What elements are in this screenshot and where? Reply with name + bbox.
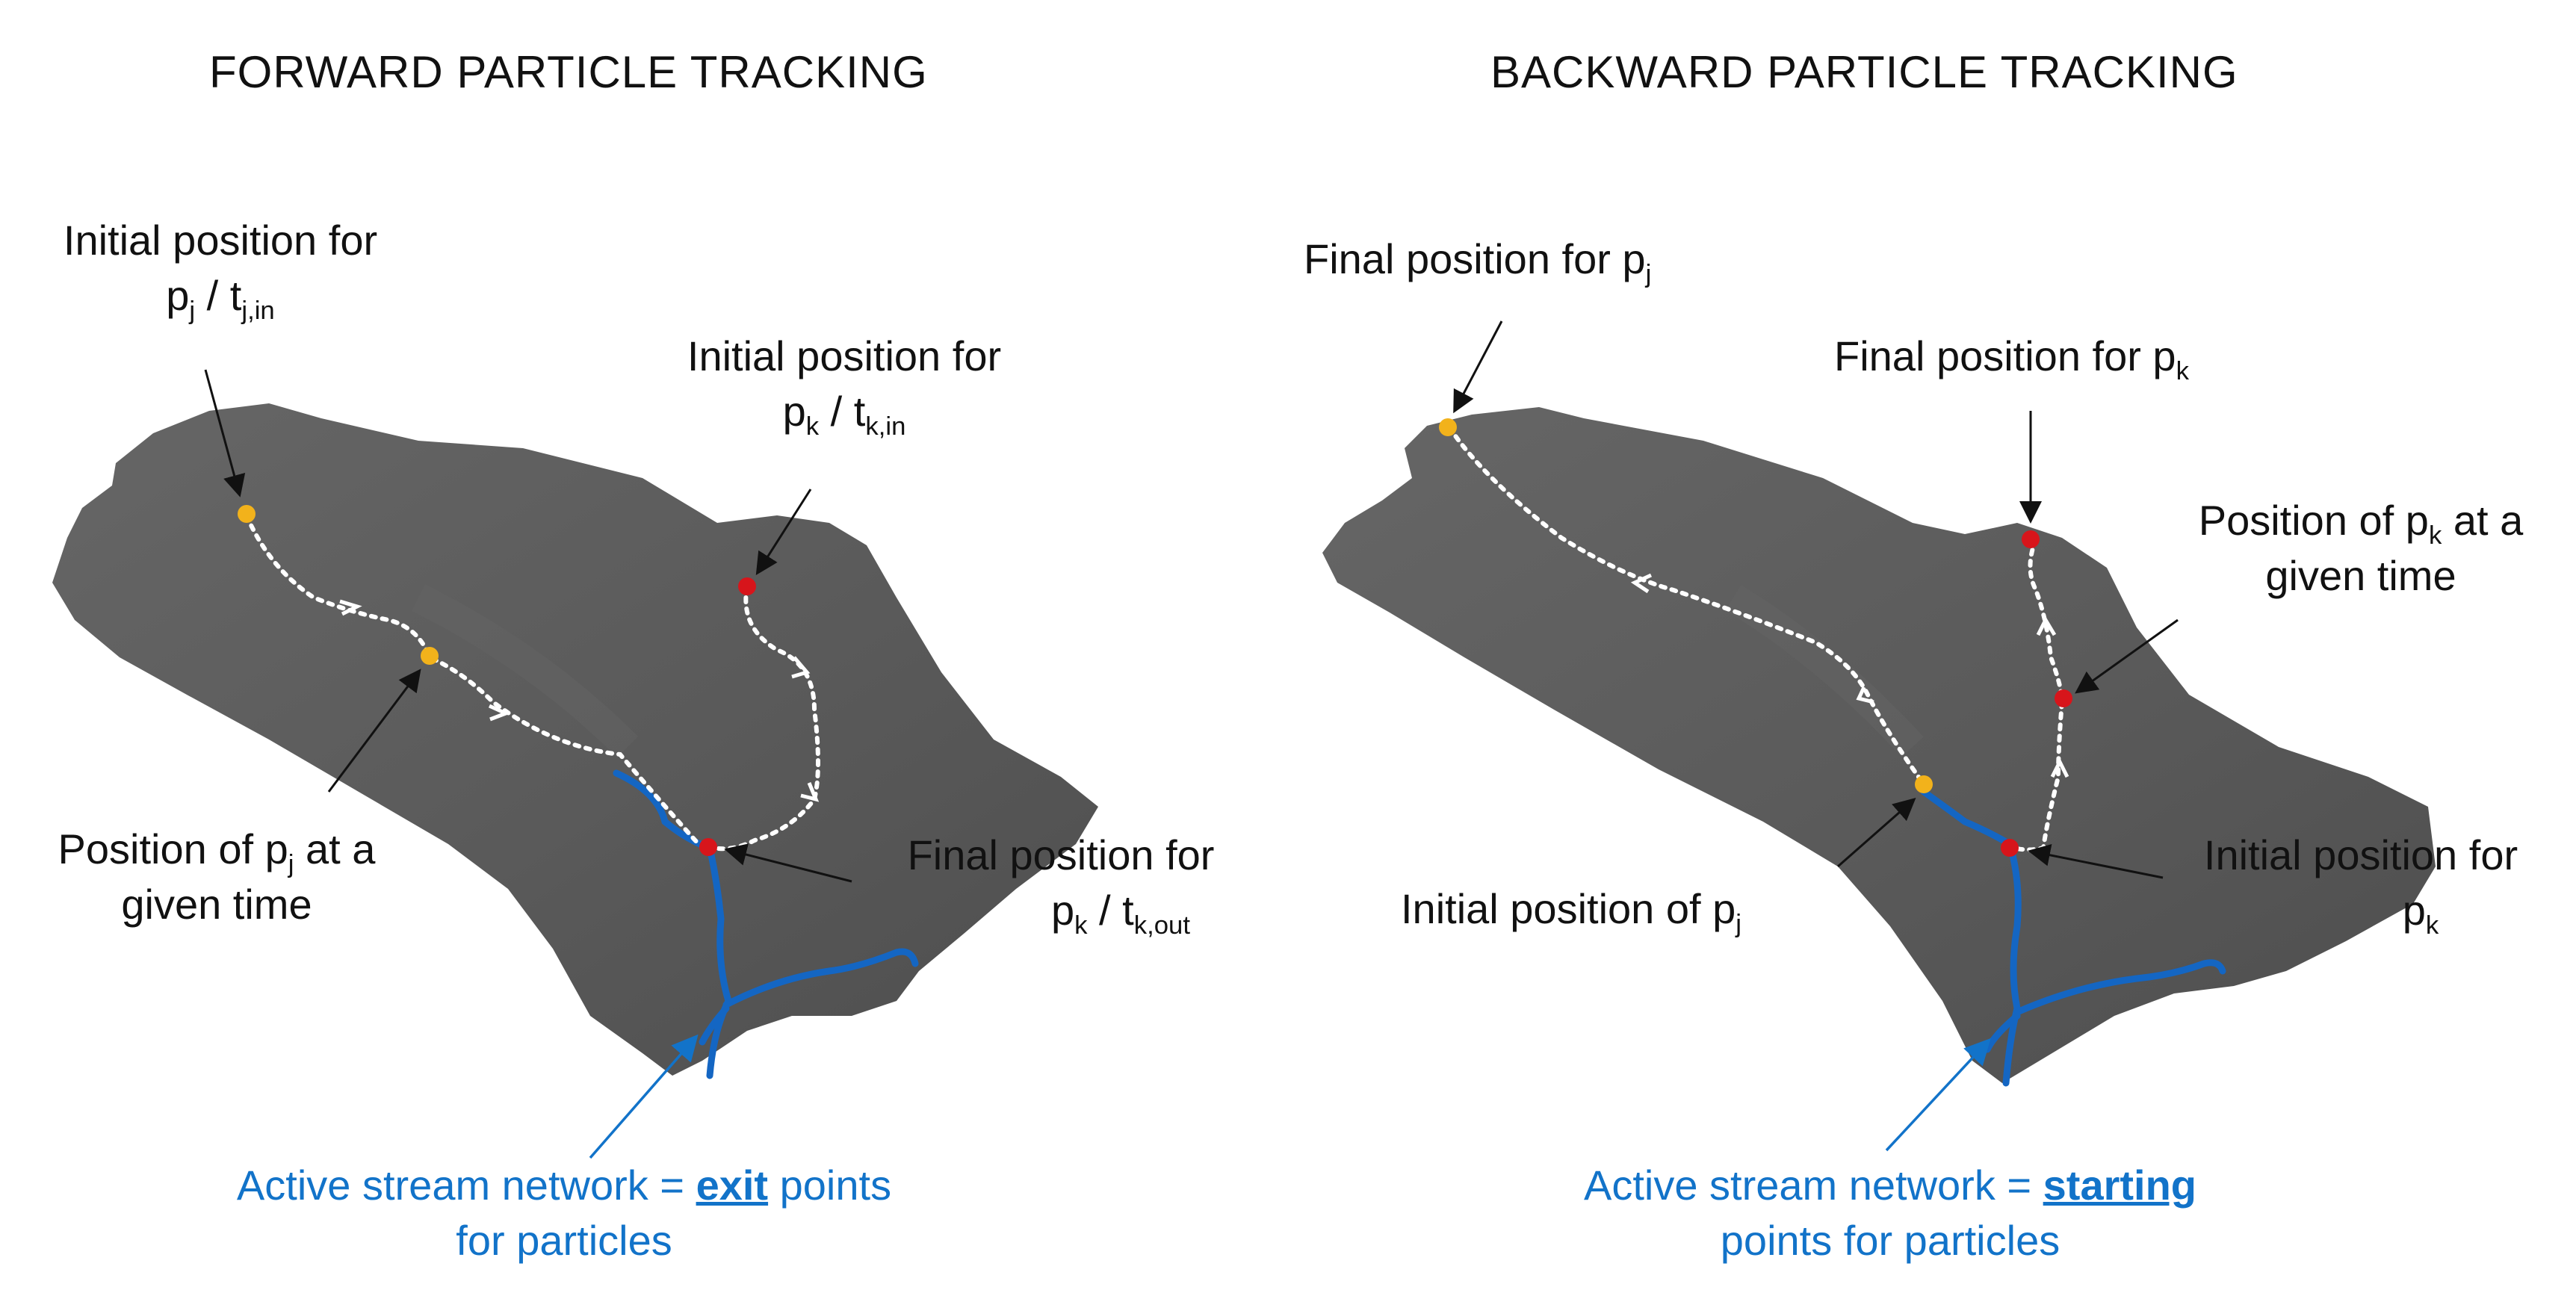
label-final-k-forward: Final position for pk / tk,out — [907, 831, 1215, 940]
particle-k-final-backward — [2022, 530, 2040, 548]
title-forward: FORWARD PARTICLE TRACKING — [209, 47, 928, 97]
terrain-backward — [1322, 407, 2436, 1083]
particle-k-final-forward — [699, 838, 717, 856]
path-particle-k-forward — [711, 584, 820, 852]
backward-panel — [1322, 320, 2436, 1152]
arrow-init-j-backward — [1837, 798, 1916, 868]
arrow-stream-forward — [589, 1034, 699, 1159]
arrow-stream-backward — [1885, 1038, 1991, 1152]
label-pos-j-forward: Position of pj at a given time — [58, 825, 376, 928]
path-particle-j-backward — [1447, 425, 1926, 787]
particle-j-position-forward — [421, 647, 439, 665]
label-stream-backward: Active stream network = starting points … — [1583, 1162, 2197, 1264]
arrow-pos-j-forward — [327, 669, 421, 793]
particle-k-position-backward — [2055, 689, 2072, 707]
label-final-k-backward: Final position for pk — [1834, 332, 2189, 386]
label-init-j-backward: Initial position of pj — [1401, 885, 1741, 939]
label-stream-forward: Active stream network = exit points for … — [236, 1162, 892, 1264]
arrow-pos-k-backward — [2075, 618, 2179, 694]
label-final-j-backward: Final position for pj — [1304, 235, 1652, 289]
label-init-j-forward: Initial position for pj / tj,in — [63, 217, 378, 326]
forward-panel — [52, 369, 1098, 1159]
particle-k-initial-backward — [2001, 839, 2019, 857]
arrow-init-j-forward — [204, 369, 246, 497]
particle-k-initial-forward — [738, 577, 756, 595]
arrow-final-j-backward — [1453, 320, 1503, 414]
terrain-forward — [52, 403, 1098, 1076]
arrow-init-k-forward — [755, 489, 812, 576]
particle-j-final-backward — [1439, 418, 1457, 436]
arrow-final-k-forward — [724, 843, 852, 883]
label-init-k-forward: Initial position for pk / tk,in — [687, 332, 1002, 441]
arrow-init-k-backward — [2028, 843, 2164, 879]
particle-j-initial-backward — [1915, 775, 1933, 793]
particle-j-initial-forward — [238, 505, 256, 523]
label-pos-k-backward: Position of pk at a given time — [2198, 497, 2524, 599]
title-backward: BACKWARD PARTICLE TRACKING — [1490, 47, 2238, 97]
path-particle-j-forward — [244, 513, 701, 846]
label-init-k-backward: Initial position for pk — [2203, 831, 2518, 940]
